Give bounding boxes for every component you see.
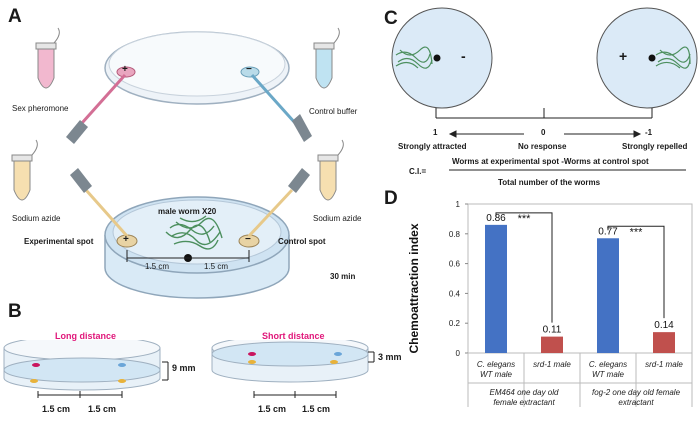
panel-a-illustration xyxy=(11,27,344,299)
y-tick-label: 0.2 xyxy=(449,319,461,328)
y-tick-label: 0.6 xyxy=(449,260,461,269)
bar-value-label: 0.77 xyxy=(598,226,618,237)
significance-bracket xyxy=(495,212,553,323)
bar xyxy=(541,336,563,353)
sign-right-plate: + xyxy=(619,48,628,64)
label-long-d1: 1.5 cm xyxy=(42,404,71,414)
label-experimental-spot: Experimental spot xyxy=(24,237,94,246)
label-short-distance: Short distance xyxy=(262,331,325,341)
y-tick-label: 0.8 xyxy=(449,230,461,239)
pipette-azide-right xyxy=(247,168,310,238)
dish-long-distance xyxy=(3,340,169,398)
plus-sign-top: + xyxy=(122,64,128,75)
label-height-9mm: 9 mm xyxy=(172,363,196,373)
petri-dish-top xyxy=(104,31,290,105)
group-label-2: female extractant xyxy=(493,398,555,407)
pipette-pheromone xyxy=(66,73,127,144)
scale-value-neg1: -1 xyxy=(645,128,653,137)
y-tick-label: 1 xyxy=(456,200,461,209)
label-control-spot: Control spot xyxy=(278,237,326,246)
minus-sign-bottom: − xyxy=(245,234,251,245)
ci-numerator: Worms at experimental spot -Worms at con… xyxy=(452,157,649,166)
tube-sodium-azide-left xyxy=(11,139,38,201)
bar-category-label: srd-1 male xyxy=(533,360,571,369)
panel-c-illustration xyxy=(391,7,698,171)
bar-category-label-2: WT male xyxy=(592,370,625,379)
group-label: fog-2 one day old female xyxy=(592,388,681,397)
group-label: EM464 one day old xyxy=(490,388,559,397)
scale-value-0: 0 xyxy=(541,128,546,137)
panel-b-illustration xyxy=(3,340,375,398)
group-label-2: extractant xyxy=(618,398,654,407)
bar-category-label: srd-1 male xyxy=(645,360,683,369)
panel-label-c: C xyxy=(384,8,398,29)
plate-attracted xyxy=(391,7,493,109)
scale-label-repelled: Strongly repelled xyxy=(622,142,688,151)
label-sex-pheromone: Sex pheromone xyxy=(12,104,69,113)
plus-sign-bottom: + xyxy=(123,234,129,245)
ci-denominator: Total number of the worms xyxy=(498,178,601,187)
significance-label: *** xyxy=(518,213,532,225)
y-tick-label: 0 xyxy=(456,349,461,358)
scale-value-1: 1 xyxy=(433,128,438,137)
label-short-d1: 1.5 cm xyxy=(258,404,287,414)
bar xyxy=(653,332,675,353)
label-control-buffer: Control buffer xyxy=(309,107,358,116)
label-distance-left: 1.5 cm xyxy=(145,262,170,271)
panel-label-d: D xyxy=(384,188,398,209)
bar-value-label: 0.14 xyxy=(654,320,674,331)
label-sodium-azide-left: Sodium azide xyxy=(12,214,61,223)
significance-bracket xyxy=(607,225,665,319)
bar-value-label: 0.86 xyxy=(486,213,506,224)
scale-label-no-response: No response xyxy=(518,142,567,151)
dish-short-distance xyxy=(211,340,375,398)
y-tick-label: 0.4 xyxy=(449,289,461,298)
bar-value-label: 0.11 xyxy=(543,325,562,336)
distance-ruler xyxy=(126,250,250,262)
bar xyxy=(597,238,619,353)
bar xyxy=(485,224,507,353)
label-time: 30 min xyxy=(330,272,356,281)
assay-plate xyxy=(104,196,290,299)
bar-category-label: C. elegans xyxy=(477,360,515,369)
y-axis-label: Chemoattraction index xyxy=(407,223,421,353)
tube-sodium-azide-right xyxy=(317,139,344,201)
bar-category-label-2: WT male xyxy=(480,370,513,379)
label-sodium-azide-right: Sodium azide xyxy=(313,214,362,223)
plate-repelled xyxy=(596,7,698,109)
tube-control-buffer xyxy=(313,27,340,89)
pipette-buffer xyxy=(250,73,312,142)
worm-cluster xyxy=(165,215,223,250)
tube-sex-pheromone xyxy=(35,27,60,89)
significance-label: *** xyxy=(630,226,644,238)
buffer-spot xyxy=(240,66,260,78)
pheromone-spot xyxy=(116,66,136,78)
response-scale xyxy=(435,108,686,171)
ci-label: C.I.= xyxy=(409,167,427,176)
panel-label-b: B xyxy=(8,301,22,322)
bar-category-label: C. elegans xyxy=(589,360,627,369)
pipette-azide-left xyxy=(70,168,129,237)
label-short-d2: 1.5 cm xyxy=(302,404,331,414)
label-long-distance: Long distance xyxy=(55,331,117,341)
sign-left-plate: - xyxy=(461,48,466,64)
label-height-3mm: 3 mm xyxy=(378,352,402,362)
label-male-worm: male worm X20 xyxy=(158,207,217,216)
minus-sign-top: − xyxy=(246,64,252,75)
scale-label-attracted: Strongly attracted xyxy=(398,142,467,151)
panel-label-a: A xyxy=(8,6,22,27)
label-long-d2: 1.5 cm xyxy=(88,404,117,414)
label-distance-right: 1.5 cm xyxy=(204,262,229,271)
